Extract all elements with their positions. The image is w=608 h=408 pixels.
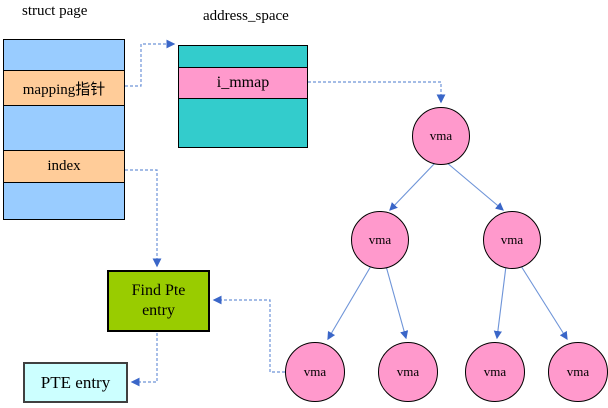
struct-page-row-index: index bbox=[4, 150, 124, 182]
edge-midright-to-leaf3 bbox=[493, 265, 507, 340]
vma-node-mid-right: vma bbox=[483, 211, 541, 269]
arrow-mapping-to-address-space bbox=[125, 39, 176, 87]
edge-root-to-mid-left bbox=[389, 161, 437, 211]
find-pte-entry-box: Find Pte entry bbox=[107, 270, 210, 332]
vma-node-leaf-2: vma bbox=[378, 342, 438, 402]
vma-node-label: vma bbox=[396, 364, 420, 379]
vma-node-leaf-1: vma bbox=[285, 342, 345, 402]
address-space-row bbox=[179, 46, 307, 67]
edge-root-to-mid-right bbox=[445, 161, 504, 211]
vma-node-leaf-3: vma bbox=[465, 342, 525, 402]
address-space-label: address_space bbox=[203, 8, 289, 24]
struct-page-box: mapping指针 index bbox=[3, 39, 125, 220]
struct-page-label: struct page bbox=[22, 3, 88, 19]
vma-node-label: vma bbox=[483, 364, 507, 379]
struct-page-row bbox=[4, 40, 124, 70]
vma-node-label: vma bbox=[368, 232, 392, 247]
struct-page-row bbox=[4, 182, 124, 219]
find-pte-entry-line1: Find Pte bbox=[131, 282, 186, 299]
arrow-index-to-find-pte bbox=[125, 169, 162, 268]
vma-node-label: vma bbox=[429, 128, 453, 143]
vma-node-leaf-4: vma bbox=[548, 342, 608, 402]
vma-node-label: vma bbox=[303, 364, 327, 379]
arrow-find-pte-to-pte-entry bbox=[130, 333, 158, 387]
arrow-immap-to-root-vma bbox=[308, 81, 446, 104]
edge-midleft-to-leaf2 bbox=[385, 265, 409, 340]
vma-node-root: vma bbox=[412, 107, 470, 165]
vma-node-label: vma bbox=[500, 232, 524, 247]
struct-page-row bbox=[4, 105, 124, 150]
edge-midleft-to-leaf1 bbox=[327, 265, 372, 341]
pte-entry-box: PTE entry bbox=[23, 362, 128, 403]
address-space-row-immap: i_mmap bbox=[179, 67, 307, 98]
vma-node-mid-left: vma bbox=[351, 211, 409, 269]
edge-midright-to-leaf4 bbox=[520, 265, 568, 341]
pte-entry-label: PTE entry bbox=[40, 372, 111, 392]
find-pte-entry-line2: entry bbox=[142, 302, 175, 319]
address-space-row bbox=[179, 98, 307, 147]
vma-node-label: vma bbox=[566, 364, 590, 379]
address-space-box: i_mmap bbox=[178, 45, 308, 148]
struct-page-row-mapping: mapping指针 bbox=[4, 70, 124, 105]
arrow-leaf-vma-to-find-pte bbox=[212, 295, 285, 373]
